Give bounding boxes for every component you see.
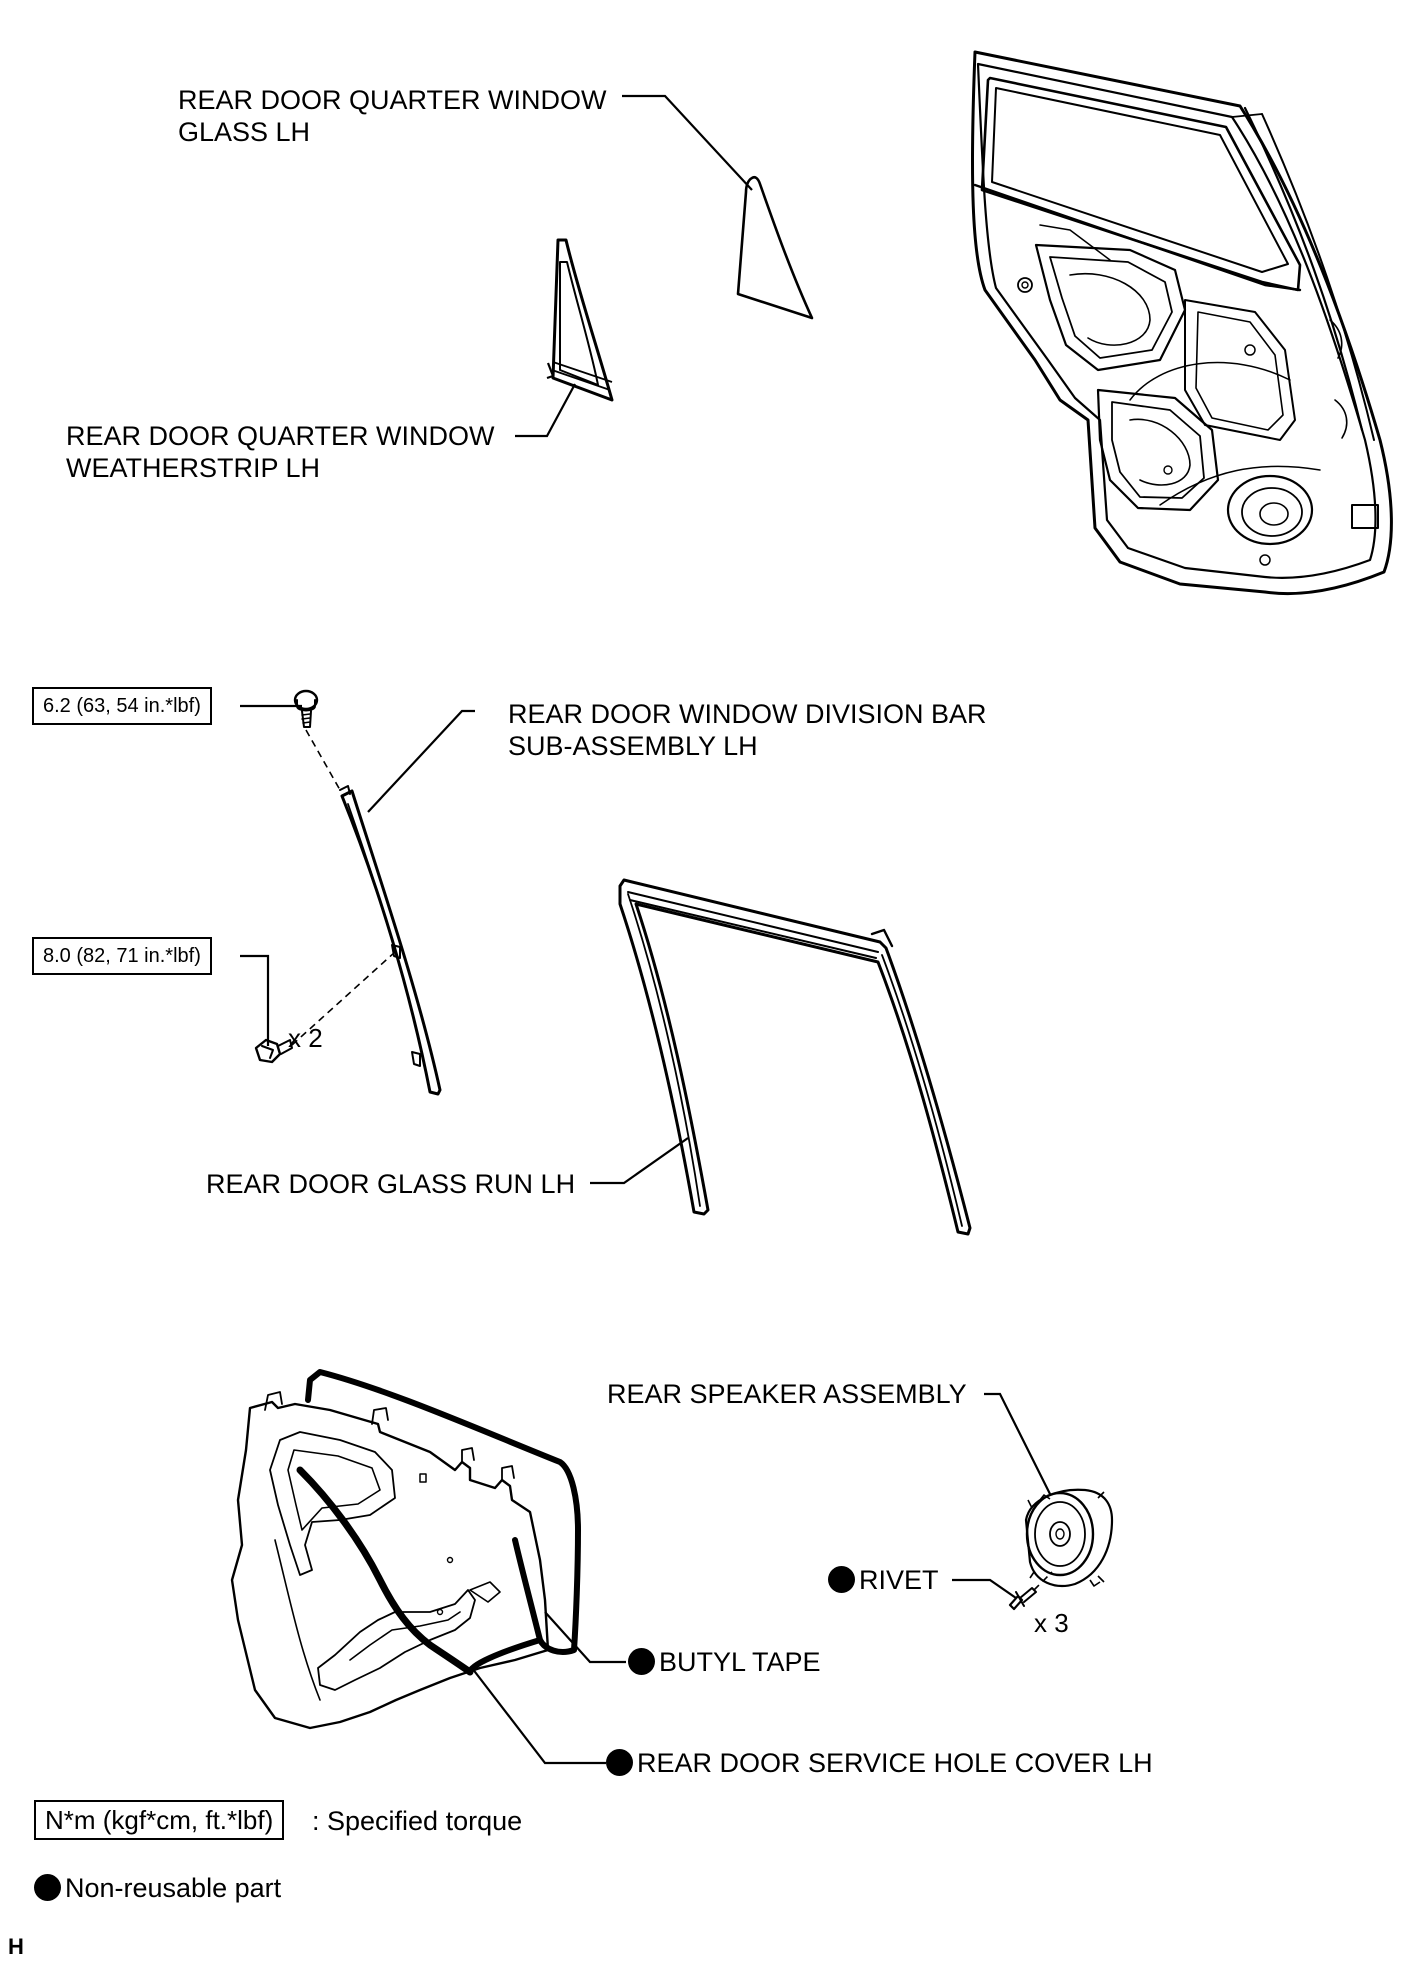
- legend-torque-box: N*m (kgf*cm, ft.*lbf): [34, 1800, 285, 1840]
- qty-lower-bolts: x 2: [288, 1023, 323, 1053]
- assembly-lines: [291, 729, 1053, 1591]
- label-division-bar: REAR DOOR WINDOW DIVISION BAR SUB-ASSEMB…: [508, 699, 987, 761]
- non-reusable-dot-icon: [34, 1874, 61, 1901]
- quarter-window-weatherstrip: [546, 238, 614, 402]
- label-butyl-tape: BUTYL TAPE: [628, 1646, 821, 1678]
- rivet-part: [1008, 1587, 1037, 1611]
- upper-bolt: [293, 689, 319, 728]
- torque-box-upper: 6.2 (63, 54 in.*lbf): [32, 687, 212, 725]
- service-hole-cover: [230, 1369, 581, 1730]
- non-reusable-dot-icon: [606, 1749, 633, 1776]
- rear-door-panel: [970, 50, 1393, 596]
- non-reusable-dot-icon: [628, 1648, 655, 1675]
- label-quarter-window-glass: REAR DOOR QUARTER WINDOW GLASS LH: [178, 85, 607, 147]
- non-reusable-dot-icon: [828, 1566, 855, 1593]
- qty-rivets: x 3: [1034, 1608, 1069, 1638]
- corner-mark: H: [8, 1934, 24, 1959]
- quarter-window-glass: [736, 175, 814, 320]
- leader-lines: [240, 94, 1051, 1765]
- glass-run: [618, 878, 972, 1236]
- legend-non-reusable: Non-reusable part: [34, 1872, 281, 1904]
- label-service-hole-cover: REAR DOOR SERVICE HOLE COVER LH: [606, 1747, 1153, 1779]
- legend-torque-text: : Specified torque: [312, 1806, 523, 1836]
- label-quarter-window-weatherstrip: REAR DOOR QUARTER WINDOW WEATHERSTRIP LH: [66, 421, 495, 483]
- label-glass-run: REAR DOOR GLASS RUN LH: [206, 1169, 576, 1199]
- window-division-bar: [339, 785, 442, 1096]
- rear-speaker: [1024, 1488, 1114, 1588]
- lower-bolts: [254, 1038, 293, 1064]
- label-rear-speaker: REAR SPEAKER ASSEMBLY: [607, 1379, 967, 1409]
- torque-box-lower: 8.0 (82, 71 in.*lbf): [32, 937, 212, 975]
- label-rivet: RIVET: [828, 1564, 939, 1596]
